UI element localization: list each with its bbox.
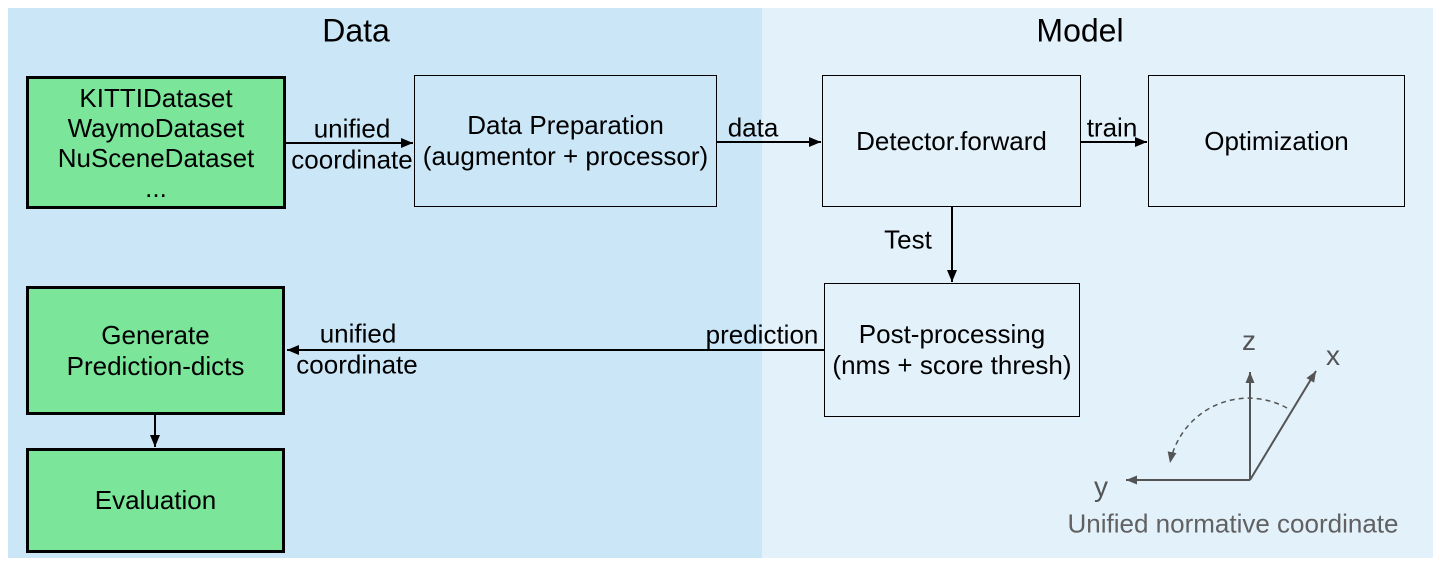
edge-label-prediction: prediction	[705, 319, 819, 350]
edge-label-data: data	[727, 112, 779, 143]
datasets-line: ...	[145, 172, 167, 203]
edge-label-train: train	[1086, 112, 1138, 143]
x-axis-label: x	[1326, 340, 1340, 371]
edge-label-coordinate-top: coordinate	[291, 144, 413, 175]
datasets-box: KITTIDataset WaymoDataset NuSceneDataset…	[26, 76, 286, 209]
datasets-line: WaymoDataset	[67, 112, 245, 143]
data-section-title: Data	[322, 12, 390, 49]
evaluation-label: Evaluation	[94, 485, 217, 515]
data-preparation-line: Data Preparation	[467, 110, 664, 140]
edge-label-test: Test	[884, 224, 932, 255]
coordinate-diagram-caption: Unified normative coordinate	[1067, 508, 1399, 539]
generate-line: Prediction-dicts	[66, 350, 245, 381]
data-preparation-box: Data Preparation (augmentor + processor)	[414, 75, 717, 207]
generate-line: Generate	[101, 319, 210, 350]
datasets-line: KITTIDataset	[79, 82, 233, 113]
optimization-box: Optimization	[1148, 75, 1405, 207]
post-processing-box: Post-processing (nms + score thresh)	[824, 283, 1080, 417]
post-processing-line: Post-processing	[858, 319, 1046, 349]
edge-label-unified-bottom: unified	[319, 318, 397, 349]
optimization-label: Optimization	[1204, 125, 1349, 156]
post-processing-line: (nms + score thresh)	[832, 350, 1072, 380]
generate-prediction-dicts-box: Generate Prediction-dicts	[26, 286, 285, 415]
detector-forward-label: Detector.forward	[856, 125, 1047, 156]
detector-forward-box: Detector.forward	[822, 75, 1081, 207]
evaluation-box: Evaluation	[26, 448, 285, 553]
edge-label-unified-top: unified	[313, 113, 391, 144]
data-preparation-line: (augmentor + processor)	[422, 141, 709, 171]
y-axis-label: y	[1094, 471, 1108, 502]
datasets-line: NuSceneDataset	[57, 142, 255, 173]
z-axis-label: z	[1242, 325, 1256, 356]
edge-label-coordinate-bottom: coordinate	[296, 349, 418, 380]
model-section-title: Model	[1036, 12, 1124, 49]
